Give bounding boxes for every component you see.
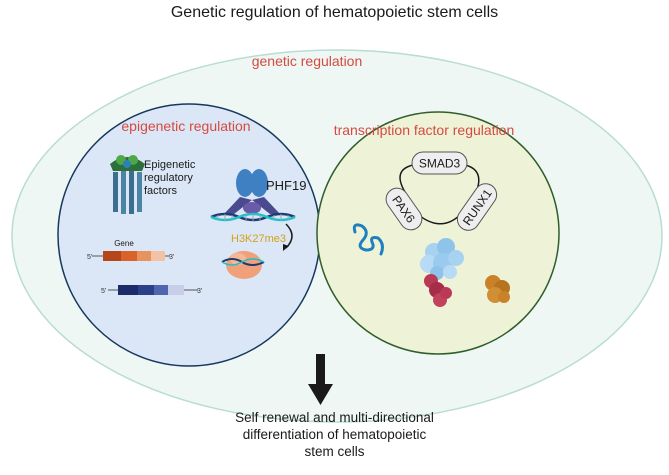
dna-helix-icon (210, 212, 296, 222)
tf-label: transcription factor regulation (334, 122, 515, 138)
gene-label: Gene (114, 239, 134, 248)
factors-label-3: factors (144, 185, 178, 197)
receptor-icon (110, 155, 145, 214)
tf-circle (316, 111, 560, 355)
down-arrow-icon (308, 354, 333, 405)
nucleosome-icon (221, 251, 265, 279)
gene-orange-3prime: 3' (169, 254, 174, 261)
gene-navy-5prime: 5' (101, 288, 106, 295)
outer-label: genetic regulation (252, 53, 363, 69)
gene-orange-icon (92, 251, 170, 261)
phf19-complex-icon (224, 169, 280, 214)
red-protein-icon (424, 274, 452, 307)
gene-orange-5prime: 5' (87, 254, 92, 261)
epigenetic-label: epigenetic regulation (121, 118, 250, 134)
smad3-node: SMAD3 (411, 151, 468, 175)
outcome-line-2: differentiation of hematopoietic (242, 427, 427, 442)
blue-protein-icon (420, 238, 464, 280)
curved-arrow-icon (283, 223, 293, 251)
smad3-label: SMAD3 (419, 157, 461, 171)
factors-label-1: Epigenetic (144, 159, 196, 171)
outcome-line-3: stem cells (304, 444, 365, 459)
orange-protein-icon (485, 275, 510, 303)
rna-squiggle-icon (352, 223, 384, 256)
gene-navy-icon (108, 285, 198, 295)
phf19-label: PHF19 (266, 178, 306, 193)
gene-navy-3prime: 3' (197, 288, 202, 295)
diagram-title: Genetic regulation of hematopoietic stem… (170, 4, 499, 21)
outcome-line-1: Self renewal and multi-directional (235, 410, 434, 425)
factors-label-2: regulatory (144, 172, 193, 184)
outcome-caption: Self renewal and multi-directional diffe… (200, 409, 469, 460)
h3k27me3-label: H3K27me3 (231, 233, 286, 245)
